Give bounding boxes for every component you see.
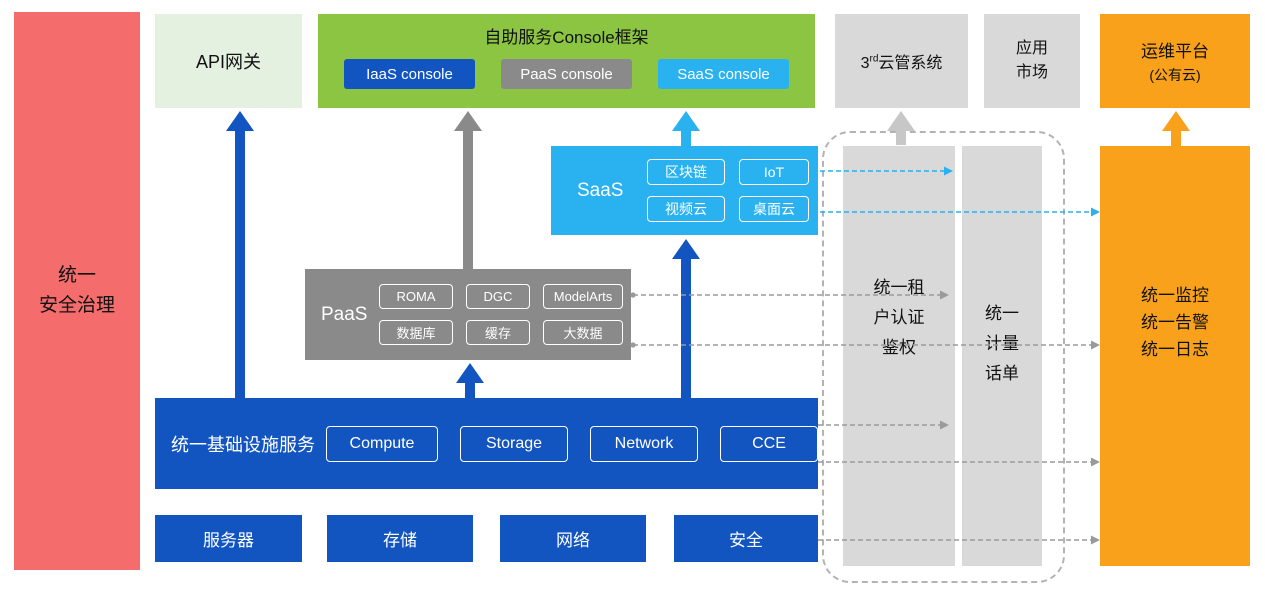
infrastructure-layer-box: 统一基础设施服务 Compute Storage Network CCE [155, 398, 818, 489]
chip-roma: ROMA [379, 284, 453, 309]
tenant-auth-bar: 统一租 户认证 鉴权 [843, 146, 955, 566]
paas-layer-box: PaaS ROMA DGC ModelArts 数据库 缓存 大数据 [305, 269, 631, 360]
paas-service-grid: ROMA DGC ModelArts 数据库 缓存 大数据 [379, 284, 623, 345]
arrow-infra-to-api-gateway [226, 111, 254, 131]
box-storage: 存储 [327, 515, 473, 562]
box-server: 服务器 [155, 515, 302, 562]
om-platform-box: 运维平台 (公有云) [1100, 14, 1250, 108]
third-party-cloud-mgmt-box: 3rd云管系统 [835, 14, 968, 108]
infrastructure-layer-label: 统一基础设施服务 [171, 434, 315, 455]
paas-layer-label: PaaS [321, 303, 368, 325]
box-network: 网络 [500, 515, 646, 562]
console-framework-box: 自助服务Console框架 IaaS console PaaS console … [318, 14, 815, 108]
saas-layer-box: SaaS 区块链 IoT 视频云 桌面云 [551, 146, 818, 235]
chip-blockchain: 区块链 [647, 159, 725, 185]
paas-console-chip: PaaS console [501, 59, 632, 89]
arrow-saas-to-console [672, 111, 700, 131]
security-governance-label: 统一 安全治理 [38, 264, 115, 316]
metering-bar: 统一 计量 话单 [962, 146, 1042, 566]
chip-desktop-cloud: 桌面云 [739, 196, 809, 222]
chip-storage: Storage [460, 425, 568, 462]
console-chip-row: IaaS console PaaS console SaaS console [318, 59, 815, 89]
dash-infra-to-monitor [1091, 457, 1100, 467]
infrastructure-service-row: Compute Storage Network CCE [326, 425, 818, 462]
iaas-console-chip: IaaS console [344, 59, 475, 89]
dash-saas-to-monitor [1091, 207, 1100, 217]
saas-layer-label: SaaS [577, 179, 624, 201]
metering-label: 统一 计量 话单 [985, 304, 1019, 383]
third-party-label: 3rd云管系统 [860, 53, 943, 72]
chip-compute: Compute [326, 425, 438, 462]
chip-cce: CCE [720, 425, 818, 462]
shared-services-dashed-frame [822, 131, 1065, 583]
box-security: 安全 [674, 515, 818, 562]
security-governance-bar: 统一 安全治理 [14, 12, 140, 570]
chip-database: 数据库 [379, 320, 453, 345]
saas-service-grid: 区块链 IoT 视频云 桌面云 [647, 159, 809, 222]
chip-cache: 缓存 [466, 320, 530, 345]
third-party-superscript: rd [869, 53, 879, 65]
chip-dgc: DGC [466, 284, 530, 309]
arrow-to-om-platform [1162, 111, 1190, 131]
console-framework-title: 自助服务Console框架 [484, 28, 649, 47]
dash-paas-to-monitor [1091, 340, 1100, 350]
monitoring-label: 统一监控 统一告警 统一日志 [1141, 285, 1209, 359]
chip-video-cloud: 视频云 [647, 196, 725, 222]
api-gateway-label: API网关 [195, 52, 261, 72]
chip-bigdata: 大数据 [543, 320, 623, 345]
api-gateway-box: API网关 [155, 14, 302, 108]
app-market-label: 应用 市场 [1015, 40, 1048, 81]
om-platform-subtitle: (公有云) [1149, 67, 1201, 83]
monitoring-bar: 统一监控 统一告警 统一日志 [1100, 146, 1250, 566]
tenant-auth-label: 统一租 户认证 鉴权 [873, 278, 925, 357]
arrow-infra-to-saas [672, 239, 700, 259]
app-market-box: 应用 市场 [984, 14, 1080, 108]
dash-resources-to-monitor [1091, 535, 1100, 545]
chip-network: Network [590, 425, 698, 462]
saas-console-chip: SaaS console [658, 59, 789, 89]
arrow-to-third-party [887, 111, 915, 131]
chip-iot: IoT [739, 159, 809, 185]
arrow-paas-to-console [454, 111, 482, 131]
arrow-infra-to-paas [456, 363, 484, 383]
chip-modelarts: ModelArts [543, 284, 623, 309]
om-platform-title: 运维平台 [1141, 42, 1209, 61]
